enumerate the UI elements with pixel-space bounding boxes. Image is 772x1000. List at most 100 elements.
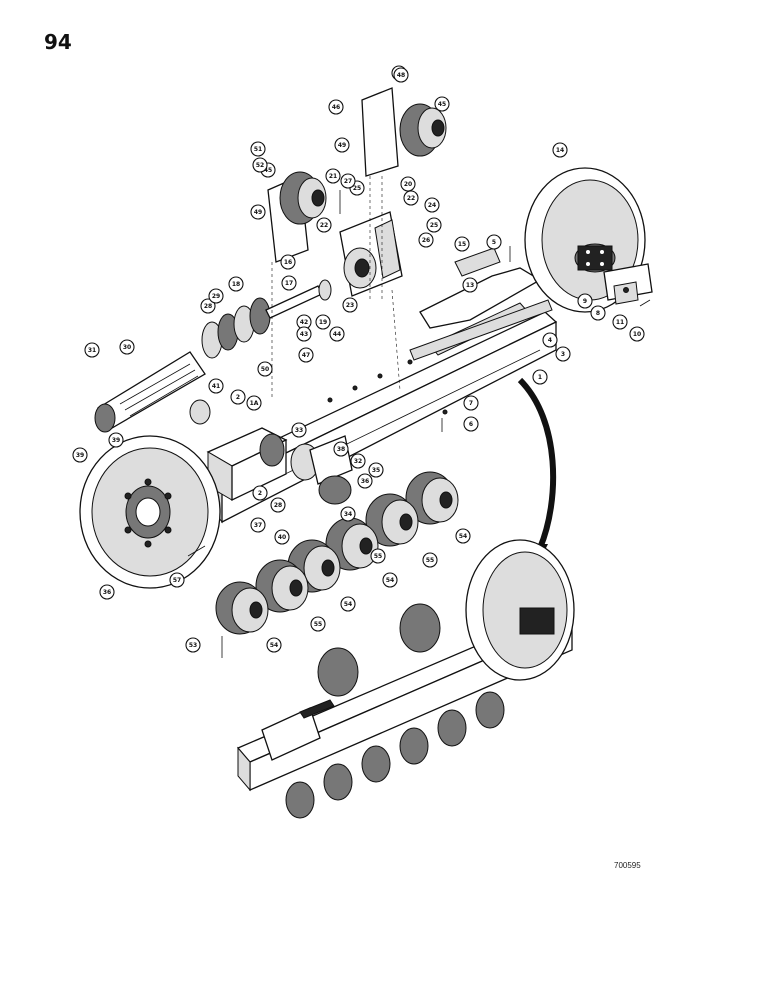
idler-cover-plates: [603, 263, 653, 305]
assembled-carrier-rollers: [317, 603, 441, 697]
alignment-lines: [271, 176, 401, 400]
callout-41: 41: [208, 378, 224, 394]
callout-text: 47: [302, 352, 310, 359]
callout-text: 6: [469, 421, 473, 428]
callout-text: 52: [256, 162, 264, 169]
callout-54: 54: [340, 596, 356, 612]
callout-55: 55: [370, 548, 386, 564]
callout-text: 49: [254, 209, 262, 216]
callout-51: 51: [250, 141, 266, 157]
callout-labels: 11A2234567891011131415161718192021222223…: [72, 65, 645, 653]
callout-16: 16: [280, 254, 296, 270]
callout-text: 43: [300, 331, 308, 338]
callout-50: 50: [257, 361, 273, 377]
callout-18: 18: [228, 276, 244, 292]
callout-text: 14: [556, 147, 564, 154]
callout-38: 38: [333, 441, 349, 457]
spring-coils: [119, 363, 199, 417]
callout-text: 46: [332, 104, 340, 111]
callout-23: 23: [342, 297, 358, 313]
callout-1a: 1A: [246, 395, 262, 411]
callout-text: 1A: [250, 400, 259, 407]
callout-text: 25: [353, 185, 361, 192]
callout-text: 38: [337, 446, 345, 453]
callout-text: 15: [458, 241, 466, 248]
callout-32: 32: [350, 453, 366, 469]
bolts: [187, 190, 651, 658]
callout-text: 20: [404, 181, 412, 188]
callout-45: 45: [434, 96, 450, 112]
callout-text: 41: [212, 383, 220, 390]
callout-27: 27: [340, 173, 356, 189]
callout-text: 34: [344, 511, 352, 518]
callout-54: 54: [382, 572, 398, 588]
callout-text: 28: [204, 303, 212, 310]
callout-text: 21: [329, 173, 337, 180]
callout-text: 44: [333, 331, 341, 338]
callout-text: 36: [361, 478, 369, 485]
callout-text: 24: [428, 202, 436, 209]
callout-text: 9: [583, 298, 587, 305]
callout-4: 4: [542, 332, 558, 348]
callout-19: 19: [315, 314, 331, 330]
callout-15: 15: [454, 236, 470, 252]
reference-code: 700595: [614, 861, 641, 870]
callout-text: 45: [438, 101, 446, 108]
page-number: 94: [44, 30, 72, 54]
carrier-roller-right: [361, 87, 447, 177]
callout-text: 50: [261, 366, 269, 373]
callout-33: 33: [291, 422, 307, 438]
callout-text: 23: [346, 302, 354, 309]
callout-text: 55: [374, 553, 382, 560]
callout-text: 16: [284, 259, 292, 266]
callout-text: 45: [264, 167, 272, 174]
callout-9: 9: [577, 293, 593, 309]
callout-text: 49: [338, 142, 346, 149]
callout-44: 44: [329, 326, 345, 342]
callout-text: 5: [492, 239, 496, 246]
callout-5: 5: [486, 234, 502, 250]
callout-54: 54: [455, 528, 471, 544]
callout-8: 8: [590, 305, 606, 321]
callout-55: 55: [310, 616, 326, 632]
callout-text: 36: [103, 589, 111, 596]
callout-30: 30: [119, 339, 135, 355]
callout-text: 27: [344, 178, 352, 185]
callout-text: 3: [561, 351, 565, 358]
callout-40: 40: [274, 529, 290, 545]
callout-text: 40: [278, 534, 286, 541]
callout-49: 49: [250, 204, 266, 220]
callout-text: 29: [212, 293, 220, 300]
callout-text: 2: [258, 490, 262, 497]
callout-text: 2: [236, 394, 240, 401]
callout-text: 51: [254, 146, 262, 153]
callout-text: 57: [173, 577, 181, 584]
callout-54: 54: [266, 637, 282, 653]
callout-29: 29: [208, 288, 224, 304]
recoil-spring-assembly: [94, 279, 332, 433]
callout-11: 11: [612, 314, 628, 330]
callout-28: 28: [270, 497, 286, 513]
assembly-arrow: [517, 377, 557, 560]
callout-7: 7: [463, 395, 479, 411]
track-rollers: [215, 471, 459, 635]
track-roller: [365, 493, 419, 547]
idler-yoke: [339, 211, 403, 297]
callout-43: 43: [296, 326, 312, 342]
callout-17: 17: [281, 275, 297, 291]
callout-26: 26: [418, 232, 434, 248]
callout-text: 18: [232, 281, 240, 288]
carrier-roller-left: [267, 171, 327, 263]
callout-52: 52: [252, 157, 268, 173]
callout-20: 20: [400, 176, 416, 192]
callout-34: 34: [340, 506, 356, 522]
callout-text: 37: [254, 522, 262, 529]
callout-text: 22: [407, 195, 415, 202]
callout-text: 26: [422, 237, 430, 244]
callout-2: 2: [230, 389, 246, 405]
track-roller: [405, 471, 459, 525]
drive-sprocket: [79, 435, 221, 589]
callout-24: 24: [424, 197, 440, 213]
callout-39: 39: [108, 432, 124, 448]
callout-text: 11: [616, 319, 624, 326]
